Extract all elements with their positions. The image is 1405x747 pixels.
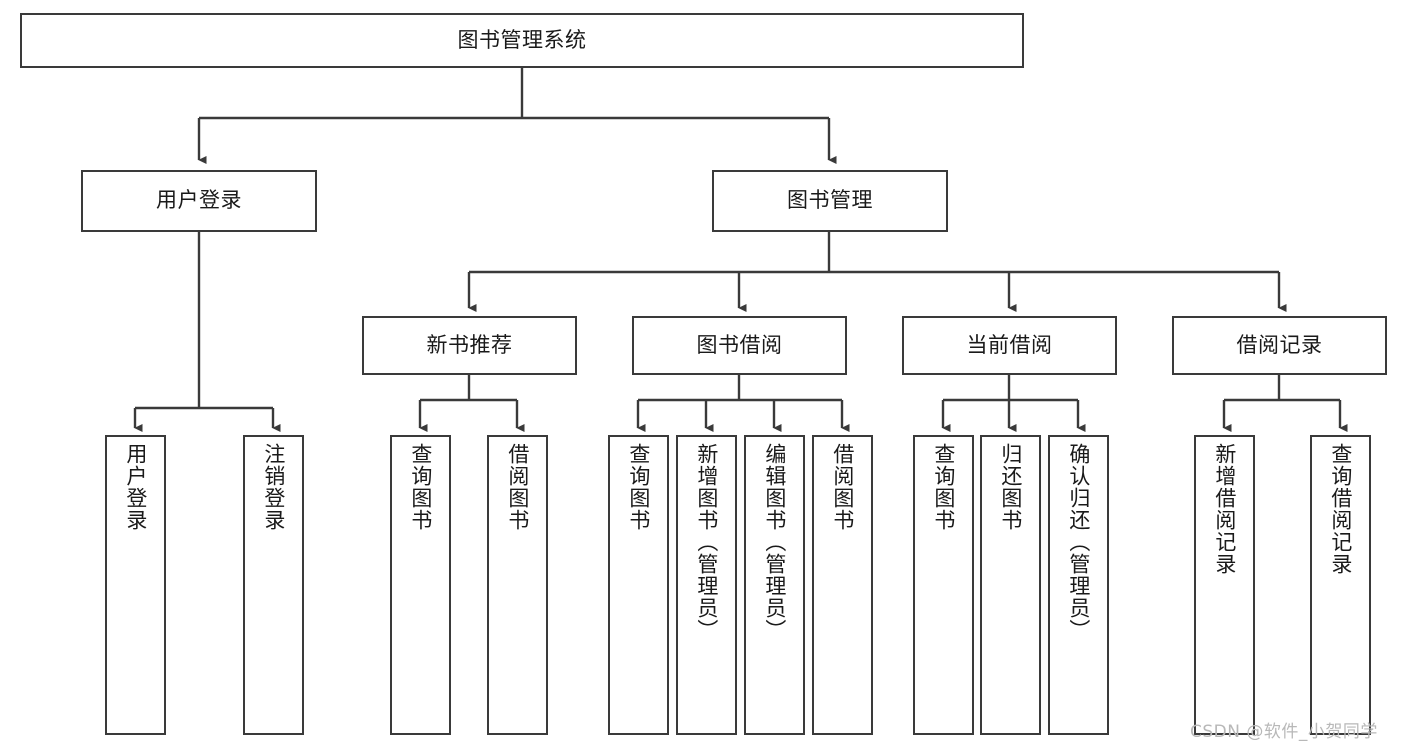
- node-leaf-add-record[interactable]: 新增借阅记录: [1194, 435, 1255, 735]
- node-leaf-query-record[interactable]: 查询借阅记录: [1310, 435, 1371, 735]
- node-leaf-borrow-book-1-label: 借阅图书: [505, 443, 530, 531]
- node-root[interactable]: 图书管理系统: [20, 13, 1024, 68]
- node-borrow-record-label: 借阅记录: [1236, 332, 1323, 357]
- node-leaf-query-book-2[interactable]: 查询图书: [608, 435, 669, 735]
- node-leaf-user-login[interactable]: 用户登录: [105, 435, 166, 735]
- node-leaf-borrow-book-1[interactable]: 借阅图书: [487, 435, 548, 735]
- node-leaf-query-book-2-label: 查询图书: [626, 443, 651, 531]
- node-leaf-return-book[interactable]: 归还图书: [980, 435, 1041, 735]
- node-leaf-query-book-3[interactable]: 查询图书: [913, 435, 974, 735]
- node-leaf-query-book-1-label: 查询图书: [408, 443, 433, 531]
- node-leaf-add-record-label: 新增借阅记录: [1212, 443, 1237, 575]
- node-leaf-logout-label: 注销登录: [261, 443, 286, 531]
- node-book-borrow[interactable]: 图书借阅: [632, 316, 847, 375]
- node-leaf-borrow-book-2[interactable]: 借阅图书: [812, 435, 873, 735]
- node-leaf-logout[interactable]: 注销登录: [243, 435, 304, 735]
- node-user-login-label: 用户登录: [156, 188, 242, 213]
- node-leaf-return-book-label: 归还图书: [998, 443, 1023, 531]
- node-book-borrow-label: 图书借阅: [696, 332, 783, 357]
- node-root-label: 图书管理系统: [457, 27, 587, 52]
- node-leaf-borrow-book-2-label: 借阅图书: [830, 443, 855, 531]
- node-leaf-query-book-1[interactable]: 查询图书: [390, 435, 451, 735]
- node-borrow-record[interactable]: 借阅记录: [1172, 316, 1387, 375]
- node-current-borrow-label: 当前借阅: [966, 332, 1053, 357]
- node-leaf-edit-book-label: 编辑图书（管理员）: [762, 443, 787, 641]
- node-leaf-confirm-return-label: 确认归还（管理员）: [1066, 443, 1091, 641]
- node-leaf-edit-book[interactable]: 编辑图书（管理员）: [744, 435, 805, 735]
- node-current-borrow[interactable]: 当前借阅: [902, 316, 1117, 375]
- node-leaf-query-book-3-label: 查询图书: [931, 443, 956, 531]
- node-book-manage-label: 图书管理: [787, 188, 873, 213]
- node-leaf-user-login-label: 用户登录: [123, 443, 148, 531]
- node-leaf-query-record-label: 查询借阅记录: [1328, 443, 1353, 575]
- node-new-book-rec[interactable]: 新书推荐: [362, 316, 577, 375]
- node-new-book-rec-label: 新书推荐: [426, 332, 513, 357]
- node-leaf-confirm-return[interactable]: 确认归还（管理员）: [1048, 435, 1109, 735]
- node-user-login[interactable]: 用户登录: [81, 170, 317, 232]
- node-book-manage[interactable]: 图书管理: [712, 170, 948, 232]
- csdn-watermark: CSDN @软件_小贺同学: [1190, 722, 1378, 742]
- node-leaf-add-book[interactable]: 新增图书（管理员）: [676, 435, 737, 735]
- node-leaf-add-book-label: 新增图书（管理员）: [694, 443, 719, 641]
